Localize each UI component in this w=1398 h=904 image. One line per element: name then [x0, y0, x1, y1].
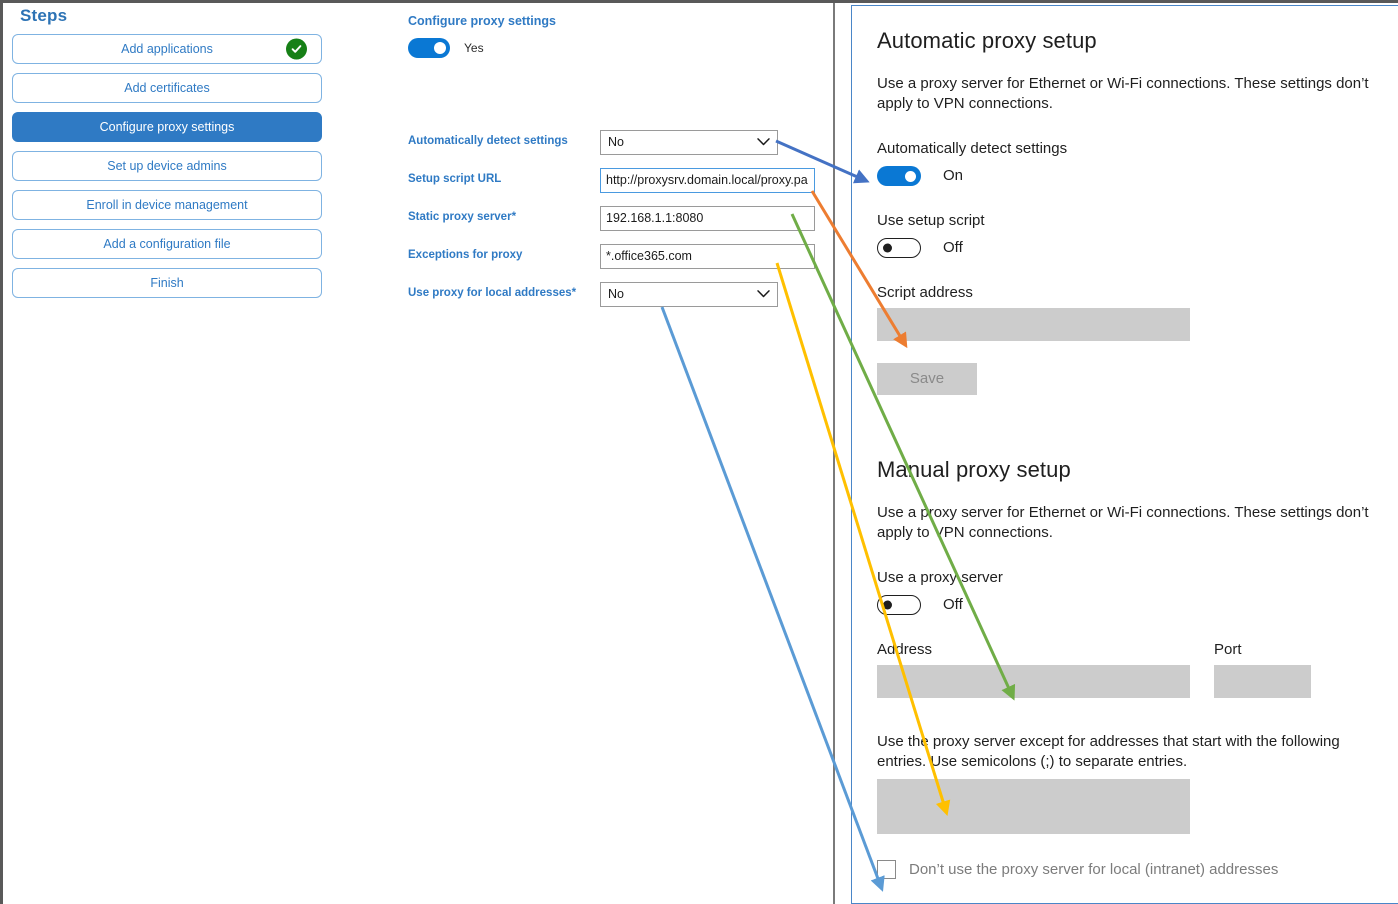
- field-control: http://proxysrv.domain.local/proxy.pa: [600, 168, 815, 193]
- bypass-local-checkbox[interactable]: [877, 859, 896, 879]
- automatically-detect-settings-state: On: [943, 167, 964, 185]
- use-a-proxy-server-toggle[interactable]: [877, 594, 921, 615]
- address-column: Address: [877, 641, 1190, 698]
- field-control: 192.168.1.1:8080: [600, 206, 815, 231]
- field-label: Exceptions for proxy: [408, 249, 523, 261]
- automatic-proxy-description: Use a proxy server for Ethernet or Wi-Fi…: [877, 75, 1369, 112]
- input-value: http://proxysrv.domain.local/proxy.pa: [606, 173, 808, 187]
- input-value: *.office365.com: [606, 249, 692, 263]
- step-label: Configure proxy settings: [99, 120, 235, 134]
- chevron-down-icon: [757, 283, 770, 306]
- windows-proxy-settings-panel: Automatic proxy setup Use a proxy server…: [851, 5, 1398, 904]
- form-heading: Configure proxy settings: [408, 14, 556, 28]
- field-row-static-proxy-server: Static proxy server* 192.168.1.1:8080: [408, 206, 828, 244]
- window-top-border: [0, 0, 1398, 3]
- field-row-exceptions-for-proxy: Exceptions for proxy *.office365.com: [408, 244, 828, 282]
- automatically-detect-settings-toggle[interactable]: [877, 165, 921, 186]
- field-row-use-proxy-for-local-addresses: Use proxy for local addresses* No: [408, 282, 828, 320]
- field-control: *.office365.com: [600, 244, 815, 269]
- use-a-proxy-server-label: Use a proxy server: [877, 568, 1003, 586]
- arrow-local-addresses: [660, 306, 885, 892]
- automatically-detect-settings-row: On: [877, 165, 1398, 186]
- step-label: Add a configuration file: [103, 237, 231, 251]
- exceptions-for-proxy-input[interactable]: *.office365.com: [600, 244, 815, 269]
- field-row-setup-script-url: Setup script URL http://proxysrv.domain.…: [408, 168, 828, 206]
- configure-proxy-toggle-label: Yes: [464, 41, 484, 55]
- select-value: No: [608, 135, 624, 149]
- automatically-detect-settings-select[interactable]: No: [600, 130, 778, 155]
- configure-proxy-toggle-row: Yes: [408, 38, 808, 58]
- manual-proxy-setup-heading: Manual proxy setup: [877, 456, 1071, 482]
- automatic-proxy-setup-heading: Automatic proxy setup: [877, 28, 1097, 53]
- input-value: 192.168.1.1:8080: [606, 211, 704, 225]
- chevron-down-icon: [757, 131, 770, 154]
- configure-proxy-toggle[interactable]: [408, 38, 450, 58]
- port-label: Port: [1214, 640, 1242, 658]
- save-button[interactable]: Save: [877, 362, 977, 395]
- sidebar-item-add-applications[interactable]: Add applications: [12, 34, 322, 64]
- step-label: Add applications: [121, 42, 213, 56]
- manual-proxy-description: Use a proxy server for Ethernet or Wi-Fi…: [877, 503, 1369, 541]
- field-control: No: [600, 282, 778, 307]
- sidebar-item-add-certificates[interactable]: Add certificates: [12, 73, 322, 103]
- use-proxy-for-local-addresses-select[interactable]: No: [600, 282, 778, 307]
- select-value: No: [608, 287, 624, 301]
- step-label: Set up device admins: [107, 159, 227, 173]
- steps-panel: Steps Add applications Add certificates …: [12, 6, 322, 307]
- field-row-automatically-detect-settings: Automatically detect settings No: [408, 130, 828, 168]
- address-label: Address: [877, 640, 933, 658]
- sidebar-item-enroll-in-device-management[interactable]: Enroll in device management: [12, 190, 322, 220]
- use-setup-script-row: Off: [877, 237, 1398, 258]
- proxy-form-header: Configure proxy settings Yes: [408, 14, 808, 68]
- field-label: Use proxy for local addresses*: [408, 287, 577, 299]
- use-a-proxy-server-row: Off: [877, 594, 1398, 615]
- required-marker: *: [511, 211, 517, 223]
- sidebar-item-finish[interactable]: Finish: [12, 268, 322, 298]
- field-label: Setup script URL: [408, 173, 502, 185]
- required-marker: *: [571, 287, 577, 299]
- use-setup-script-state: Off: [943, 239, 963, 257]
- port-input[interactable]: [1214, 664, 1311, 698]
- use-a-proxy-server-state: Off: [943, 596, 963, 614]
- sidebar-item-configure-proxy-settings[interactable]: Configure proxy settings: [12, 112, 322, 142]
- check-circle-icon: [286, 38, 307, 60]
- automatically-detect-settings-label: Automatically detect settings: [877, 139, 1068, 157]
- steps-title: Steps: [20, 6, 68, 25]
- exceptions-description: Use the proxy server except for addresse…: [877, 732, 1340, 770]
- port-column: Port: [1214, 641, 1311, 698]
- field-control: No: [600, 130, 778, 155]
- use-setup-script-toggle[interactable]: [877, 237, 921, 258]
- address-input[interactable]: [877, 664, 1190, 698]
- panel-divider: [833, 3, 835, 904]
- step-label: Enroll in device management: [86, 198, 248, 212]
- step-label: Add certificates: [124, 81, 210, 95]
- use-setup-script-label: Use setup script: [877, 211, 985, 229]
- setup-script-url-input[interactable]: http://proxysrv.domain.local/proxy.pa: [600, 168, 815, 193]
- address-port-group: Address Port: [877, 641, 1398, 698]
- static-proxy-server-input[interactable]: 192.168.1.1:8080: [600, 206, 815, 231]
- bypass-local-label: Don’t use the proxy server for local (in…: [909, 860, 1279, 878]
- window-left-border: [0, 0, 3, 904]
- windows-settings-content: Automatic proxy setup Use a proxy server…: [877, 6, 1398, 879]
- bypass-local-row: Don’t use the proxy server for local (in…: [877, 859, 1398, 879]
- field-label: Static proxy server*: [408, 211, 517, 223]
- sidebar-item-set-up-device-admins[interactable]: Set up device admins: [12, 151, 322, 181]
- script-address-input[interactable]: [877, 307, 1190, 341]
- exceptions-input[interactable]: [877, 778, 1190, 834]
- script-address-label: Script address: [877, 283, 973, 301]
- sidebar-item-add-a-configuration-file[interactable]: Add a configuration file: [12, 229, 322, 259]
- step-label: Finish: [150, 276, 184, 290]
- proxy-form-fields: Automatically detect settings No Setup s…: [408, 130, 828, 320]
- field-label: Automatically detect settings: [408, 135, 568, 147]
